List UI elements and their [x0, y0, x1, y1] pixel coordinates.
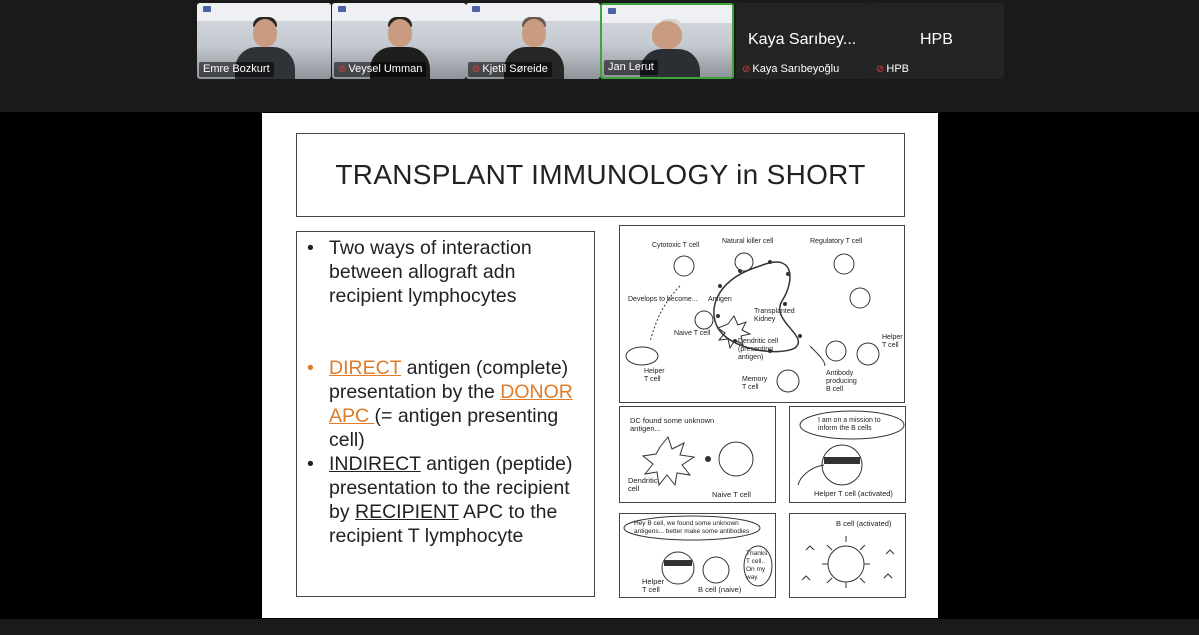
muted-mic-icon: ⊘ — [472, 64, 481, 75]
slide-title: TRANSPLANT IMMUNOLOGY in SHORT — [335, 159, 866, 190]
bullet-item: • Two ways of interaction between allogr… — [307, 237, 532, 307]
muted-mic-icon: ⊘ — [876, 64, 885, 75]
participant-tile[interactable]: HPB ⊘HPB — [870, 3, 1004, 79]
participant-tile[interactable]: ⊘Kjetil Søreide — [466, 3, 600, 79]
comic-panel-bcell-activated: B cell (activated) — [789, 513, 906, 598]
immune-cells-illustration — [625, 252, 880, 393]
participant-name: ⊘Kjetil Søreide — [468, 62, 552, 77]
participant-tile[interactable]: Emre Bozkurt — [197, 3, 331, 79]
helper-bcell-illustration — [623, 515, 773, 587]
shared-slide: TRANSPLANT IMMUNOLOGY in SHORT • Two way… — [262, 113, 938, 618]
participant-name: ⊘HPB — [876, 63, 910, 75]
bottom-bar — [0, 619, 1199, 635]
participant-name: ⊘Kaya Sarıbeyoğlu — [742, 63, 840, 75]
participant-tile-active-speaker[interactable]: Jan Lerut — [600, 3, 734, 79]
participant-strip: Emre Bozkurt ⊘Veysel Umman ⊘Kjetil Sørei… — [0, 0, 1199, 112]
slide-text-box: • Two ways of interaction between allogr… — [296, 231, 595, 597]
comic-panel-helper: I am on a mission to inform the B cells … — [789, 406, 906, 503]
participant-tile[interactable]: Kaya Sarıbey... ⊘Kaya Sarıbeyoğlu — [736, 3, 870, 79]
comic-panel-helper-bcell: Hey B cell, we found some unknown antige… — [619, 513, 776, 598]
slide-title-box: TRANSPLANT IMMUNOLOGY in SHORT — [296, 133, 905, 217]
helper-cell-illustration — [797, 410, 905, 486]
dc-meets-naive-illustration — [641, 435, 754, 487]
bullet-item: • INDIRECT antigen (peptide) presentatio… — [307, 453, 573, 547]
participant-tile[interactable]: ⊘Veysel Umman — [332, 3, 466, 79]
participant-name: ⊘Veysel Umman — [334, 62, 427, 77]
bullet-item: • DIRECT antigen (complete) presentation… — [307, 357, 573, 451]
muted-mic-icon: ⊘ — [338, 64, 347, 75]
immune-cells-diagram: Cytotoxic T cell Natural killer cell Reg… — [619, 225, 905, 403]
comic-panel-dc: DC found some unknown antigen... Dendrit… — [619, 406, 776, 503]
participant-name: Jan Lerut — [604, 60, 658, 75]
muted-mic-icon: ⊘ — [742, 64, 751, 75]
activated-bcell-illustration — [801, 536, 895, 588]
participant-name: Emre Bozkurt — [199, 62, 274, 77]
